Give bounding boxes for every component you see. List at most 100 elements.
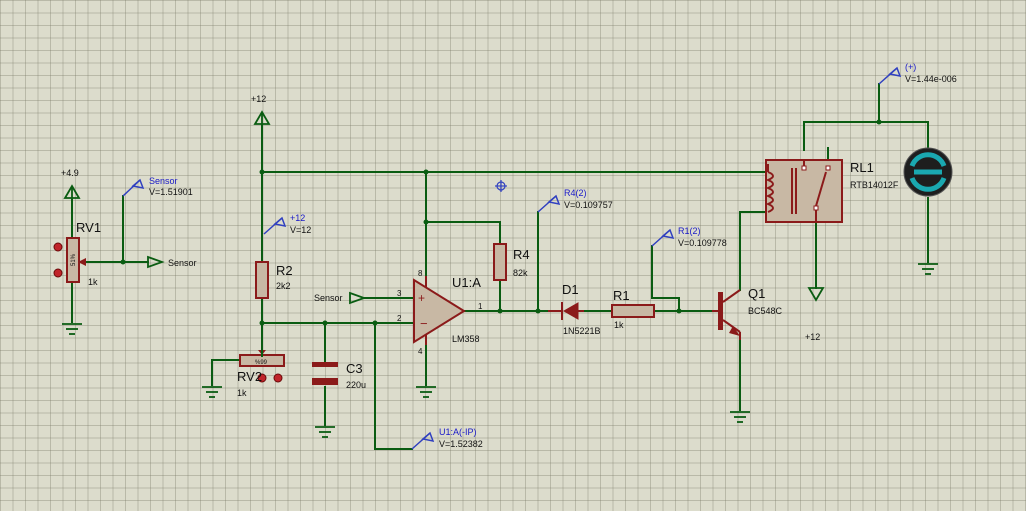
rl1-part: RTB14012F	[850, 180, 899, 190]
supply-label: +12	[251, 94, 266, 104]
crosshair-cursor-icon	[495, 180, 507, 192]
u1-opamp[interactable]: + − 3 2 1 8 4 U1:A LM358	[397, 269, 483, 356]
probe-name: (+)	[905, 62, 916, 72]
ground-icon	[416, 386, 436, 398]
c3-ref: C3	[346, 361, 363, 376]
ground-icon	[315, 426, 335, 438]
rl1-coil	[765, 171, 774, 213]
d1-diode[interactable]: D1 1N5221B	[548, 282, 601, 336]
rv2-potentiometer[interactable]: %99 RV2 1k	[237, 339, 285, 398]
rv2-value: 1k	[237, 388, 247, 398]
sensor-output-terminal[interactable]: Sensor	[147, 255, 197, 269]
probe-value: V=1.51901	[149, 187, 193, 197]
probe-value: V=12	[290, 225, 311, 235]
motor[interactable]	[903, 147, 953, 197]
ground-icon	[62, 323, 82, 335]
terminal-label: Sensor	[314, 293, 343, 303]
voltage-probe-sensor[interactable]: Sensor V=1.51901	[122, 176, 193, 197]
junction-dot	[423, 219, 429, 225]
wires	[71, 83, 929, 450]
voltage-probe-u1-inverting[interactable]: U1:A(-IP) V=1.52382	[411, 427, 483, 450]
junction-dot	[535, 308, 541, 314]
probe-icon	[131, 178, 145, 190]
u1-pin-plus: 3	[397, 289, 402, 298]
supply-label: +12	[805, 332, 820, 342]
voltage-probe-r1[interactable]: R1(2) V=0.109778	[651, 226, 727, 248]
r4-resistor[interactable]: R4 82k	[493, 243, 530, 281]
probe-icon	[888, 66, 902, 78]
d1-body	[562, 302, 579, 320]
q1-transistor[interactable]: Q1 BC548C	[712, 286, 783, 340]
d1-ref: D1	[562, 282, 579, 297]
junction-dot	[120, 259, 126, 265]
u1-body	[413, 278, 466, 344]
c3-value: 220u	[346, 380, 366, 390]
junction-dot	[259, 169, 265, 175]
q1-ref: Q1	[748, 286, 765, 301]
c3-plate	[312, 362, 338, 367]
rv1-wiper-arrow	[78, 258, 86, 266]
r1-resistor[interactable]: R1 1k	[611, 288, 655, 330]
voltage-probe-plus[interactable]: (+) V=1.44e-006	[878, 62, 957, 85]
probe-name: R4(2)	[564, 188, 587, 198]
probe-value: V=1.52382	[439, 439, 483, 449]
rv1-ref: RV1	[76, 220, 101, 235]
rv1-body	[66, 237, 80, 283]
probe-icon	[273, 216, 287, 228]
ground-icon	[202, 386, 222, 398]
rv1-adjust-up-button[interactable]	[53, 242, 63, 252]
u1-pin-vcc: 8	[418, 269, 423, 278]
rv2-adjust-right-button[interactable]	[273, 373, 283, 383]
d1-part: 1N5221B	[563, 326, 601, 336]
q1-part: BC548C	[748, 306, 783, 316]
probe-value: V=0.109757	[564, 200, 613, 210]
rv2-adjust-left-button[interactable]	[257, 373, 267, 383]
ground-icon	[918, 263, 938, 275]
junction-dot	[322, 320, 328, 326]
voltage-probe-r4[interactable]: R4(2) V=0.109757	[537, 188, 613, 213]
probe-name: R1(2)	[678, 226, 701, 236]
r4-value: 82k	[513, 268, 528, 278]
u1-part: LM358	[452, 334, 480, 344]
probe-icon	[421, 431, 435, 443]
probe-icon	[547, 194, 561, 206]
ground-icon	[730, 411, 750, 423]
junctions	[120, 119, 882, 326]
junction-dot	[372, 320, 378, 326]
junction-dot	[676, 308, 682, 314]
r4-ref: R4	[513, 247, 530, 262]
probe-value: V=1.44e-006	[905, 74, 957, 84]
r1-ref: R1	[613, 288, 630, 303]
plus-sign: +	[418, 291, 425, 305]
supply-plus12-left[interactable]: +12	[251, 94, 271, 126]
r2-value: 2k2	[276, 281, 291, 291]
probe-name: U1:A(-IP)	[439, 427, 477, 437]
u1-pin-gnd: 4	[418, 347, 423, 356]
r2-body	[255, 261, 269, 299]
u1-pin-out: 1	[478, 302, 483, 311]
rl1-relay[interactable]: RL1 RTB14012F	[765, 159, 899, 223]
c3-capacitor[interactable]: C3 220u	[312, 361, 366, 390]
rv1-adjust-down-button[interactable]	[53, 268, 63, 278]
r1-body	[611, 304, 655, 318]
r1-value: 1k	[614, 320, 624, 330]
rv1-value: 1k	[88, 277, 98, 287]
junction-dot	[259, 320, 265, 326]
probe-name: +12	[290, 213, 305, 223]
c3-plate	[312, 378, 338, 385]
minus-sign: −	[420, 316, 428, 331]
supply-plus12-relay[interactable]: +12	[805, 287, 825, 342]
r2-resistor[interactable]: R2 2k2	[255, 261, 293, 299]
probe-name: Sensor	[149, 176, 178, 186]
supply-plus49[interactable]: +4.9	[61, 168, 81, 200]
q1-base-bar	[718, 292, 723, 330]
rv1-wiper-label: 51%	[71, 253, 77, 266]
rl1-ref: RL1	[850, 160, 874, 175]
rv1-potentiometer[interactable]: 51% RV1 1k	[53, 220, 101, 287]
sensor-input-terminal[interactable]: Sensor	[314, 291, 367, 305]
motor-rotor-icon	[909, 176, 947, 192]
u1-pin-minus: 2	[397, 314, 402, 323]
voltage-probe-plus12[interactable]: +12 V=12	[263, 213, 311, 235]
